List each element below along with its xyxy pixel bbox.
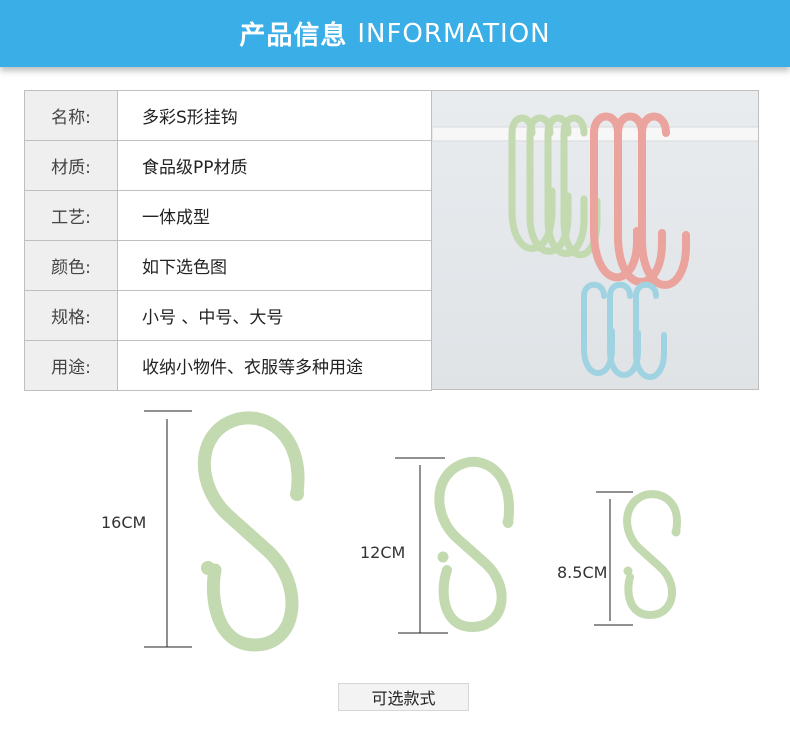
size-label-small: 8.5CM (557, 563, 608, 582)
small-hook-tip (623, 566, 633, 576)
large-hook (197, 411, 305, 652)
size-label-medium: 12CM (360, 543, 406, 562)
spec-value: 多彩S形挂钩 (117, 90, 432, 141)
dimension-lines (144, 410, 633, 648)
spec-value: 如下选色图 (117, 240, 432, 291)
large-hook-tip (290, 487, 304, 501)
spec-value: 收纳小物件、衣服等多种用途 (117, 340, 432, 391)
header-title-en: INFORMATION (357, 18, 551, 49)
table-row: 颜色: 如下选色图 (24, 240, 432, 291)
table-row: 工艺: 一体成型 (24, 190, 432, 241)
size-comparison: 16CM 12CM 8.5CM (0, 395, 790, 685)
size-label-large: 16CM (101, 513, 147, 532)
spec-key: 材质: (24, 140, 118, 191)
spec-value: 一体成型 (117, 190, 432, 241)
spec-key: 工艺: (24, 190, 118, 241)
spec-key: 颜色: (24, 240, 118, 291)
small-hook-tip (671, 527, 681, 537)
table-row: 材质: 食品级PP材质 (24, 140, 432, 191)
table-row: 名称: 多彩S形挂钩 (24, 90, 432, 141)
medium-hook-tip (437, 551, 449, 563)
spec-table: 名称: 多彩S形挂钩 材质: 食品级PP材质 工艺: 一体成型 颜色: 如下选色… (24, 90, 432, 391)
available-styles-label: 可选款式 (338, 683, 469, 711)
pink-hooks (590, 112, 690, 289)
medium-hook (434, 456, 515, 633)
table-row: 规格: 小号 、中号、大号 (24, 290, 432, 341)
spec-key: 规格: (24, 290, 118, 341)
spec-value: 小号 、中号、大号 (117, 290, 432, 341)
spec-key: 用途: (24, 340, 118, 391)
header-title-cn: 产品信息 (239, 21, 348, 51)
size-hooks-svg (144, 410, 681, 652)
medium-hook-tip (502, 516, 514, 528)
header-banner: 产品信息 INFORMATION (0, 0, 790, 67)
blue-hooks (581, 281, 667, 380)
hooks-illustration (432, 112, 758, 380)
product-photo (432, 90, 759, 390)
spec-value: 食品级PP材质 (117, 140, 432, 191)
spec-key: 名称: (24, 90, 118, 141)
small-hook (623, 490, 681, 620)
table-row: 用途: 收纳小物件、衣服等多种用途 (24, 340, 432, 391)
large-hook-tip (201, 561, 215, 575)
